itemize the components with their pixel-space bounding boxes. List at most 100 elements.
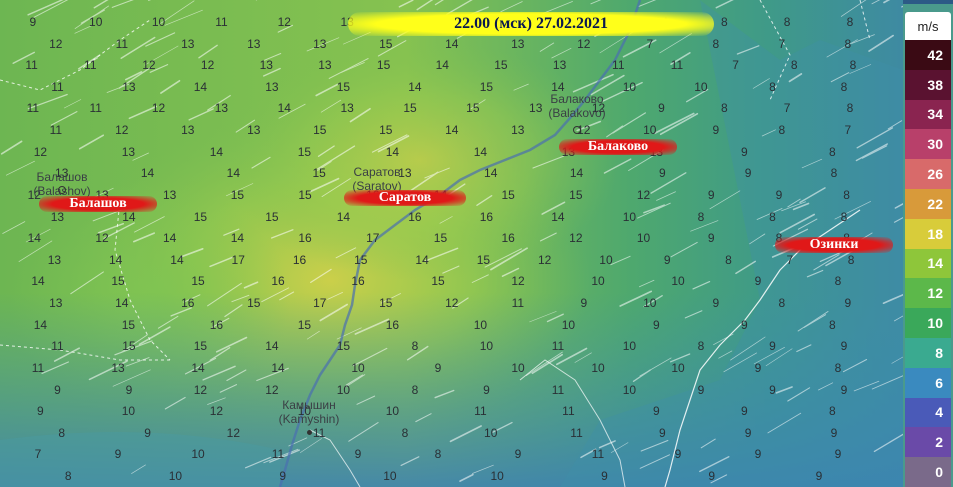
wind-speed-value: 10 <box>636 231 651 246</box>
wind-speed-value: 15 <box>312 166 326 181</box>
wind-streak <box>718 350 733 359</box>
wind-speed-value: 8 <box>834 274 842 289</box>
wind-speed-value: 10 <box>694 79 708 94</box>
wind-streak <box>277 24 294 33</box>
wind-streak <box>335 247 357 259</box>
wind-streak <box>424 167 450 179</box>
wind-streak <box>525 351 563 376</box>
wind-speed-value: 13 <box>121 144 136 159</box>
wind-streak <box>63 99 82 109</box>
wind-speed-value: 9 <box>830 425 838 440</box>
wind-streak <box>861 145 888 159</box>
wind-speed-value: 9 <box>658 101 665 116</box>
wind-speed-value: 9 <box>514 447 522 462</box>
wind-speed-value: 9 <box>754 360 762 375</box>
wind-streak <box>871 375 903 390</box>
wind-streak <box>855 143 888 162</box>
wind-streak <box>765 348 793 367</box>
wind-speed-value: 15 <box>379 123 393 138</box>
wind-streak <box>882 293 903 305</box>
wind-streak <box>133 216 165 233</box>
wind-streak <box>761 129 776 137</box>
wind-streak <box>170 307 192 317</box>
wind-streak <box>97 222 125 234</box>
wind-speed-value: 10 <box>473 317 488 332</box>
wind-speed-value: 8 <box>829 404 836 419</box>
wind-streak <box>157 315 179 329</box>
wind-speed-value: 12 <box>200 58 215 73</box>
wind-speed-value: 8 <box>411 339 419 354</box>
wind-streak <box>775 386 793 394</box>
wind-speed-value: 12 <box>49 36 63 51</box>
wind-speed-value: 10 <box>490 469 504 483</box>
wind-streak <box>470 99 486 110</box>
map-title: 22.00 (мск) 27.02.2021 <box>348 12 714 36</box>
wind-speed-value: 11 <box>474 404 487 419</box>
wind-speed-value: 10 <box>643 123 657 138</box>
wind-streak <box>602 81 643 102</box>
wind-streak <box>546 313 564 323</box>
wind-speed-value: 8 <box>401 425 409 440</box>
wind-streak <box>513 83 529 91</box>
wind-speed-value: 11 <box>312 425 326 440</box>
regional-borders <box>309 359 626 487</box>
wind-speed-value: 15 <box>297 317 312 332</box>
wind-streak <box>653 112 695 135</box>
wind-speed-value: 10 <box>591 274 605 289</box>
wind-streak <box>306 37 340 52</box>
wind-speed-value: 9 <box>483 382 490 397</box>
wind-streak <box>306 330 320 340</box>
wind-streak <box>650 172 687 194</box>
wind-streak <box>781 201 807 212</box>
wind-streak <box>709 190 741 210</box>
wind-speed-value: 8 <box>829 317 836 332</box>
wind-streak <box>131 464 146 474</box>
wind-streak <box>894 315 903 322</box>
wind-streak <box>328 58 369 79</box>
wind-streak <box>851 34 875 44</box>
wind-speed-value: 9 <box>834 447 842 462</box>
city-label-balakovo: Балаково <box>559 139 677 155</box>
wind-streak <box>164 9 203 26</box>
wind-streak <box>797 311 829 332</box>
wind-speed-value: 15 <box>379 296 393 311</box>
wind-streak <box>868 34 894 52</box>
wind-streak <box>78 134 105 150</box>
wind-streak <box>749 233 766 245</box>
wind-streak <box>612 112 647 134</box>
wind-speed-value: 14 <box>551 209 565 224</box>
wind-speed-value: 13 <box>214 101 229 116</box>
wind-streak <box>818 382 834 391</box>
wind-streak <box>244 456 272 469</box>
wind-streak <box>188 108 214 121</box>
wind-speed-value: 8 <box>720 101 728 116</box>
wind-streak <box>539 42 555 52</box>
wind-streak <box>842 359 868 373</box>
wind-streak <box>12 51 36 65</box>
wind-streak <box>243 281 259 289</box>
wind-speed-value: 9 <box>37 404 44 419</box>
wind-map[interactable]: 9101011121313121414148881211131313151413… <box>0 0 903 487</box>
wind-streak <box>317 161 332 171</box>
wind-streak <box>449 425 482 443</box>
wind-streak <box>356 395 376 405</box>
wind-speed-value: 9 <box>741 144 748 159</box>
wind-streak <box>424 247 459 262</box>
wind-streak <box>18 240 53 262</box>
wind-speed-value: 15 <box>193 209 208 224</box>
wind-streak <box>656 191 676 201</box>
wind-speed-value: 9 <box>707 187 715 202</box>
wind-speed-value: 9 <box>434 360 442 375</box>
wind-speed-value: 13 <box>398 166 412 181</box>
wind-streak <box>541 201 566 215</box>
wind-streak <box>354 318 390 335</box>
wind-speed-value: 9 <box>708 469 716 483</box>
city-marker-balakovo <box>573 126 581 134</box>
wind-speed-value: 13 <box>163 187 177 202</box>
wind-speed-value: 15 <box>466 101 480 116</box>
legend-unit: m/s <box>905 12 951 40</box>
wind-streak <box>106 83 130 93</box>
wind-streak <box>670 52 691 65</box>
wind-speed-value: 8 <box>846 101 854 116</box>
wind-speed-value: 12 <box>445 296 459 311</box>
